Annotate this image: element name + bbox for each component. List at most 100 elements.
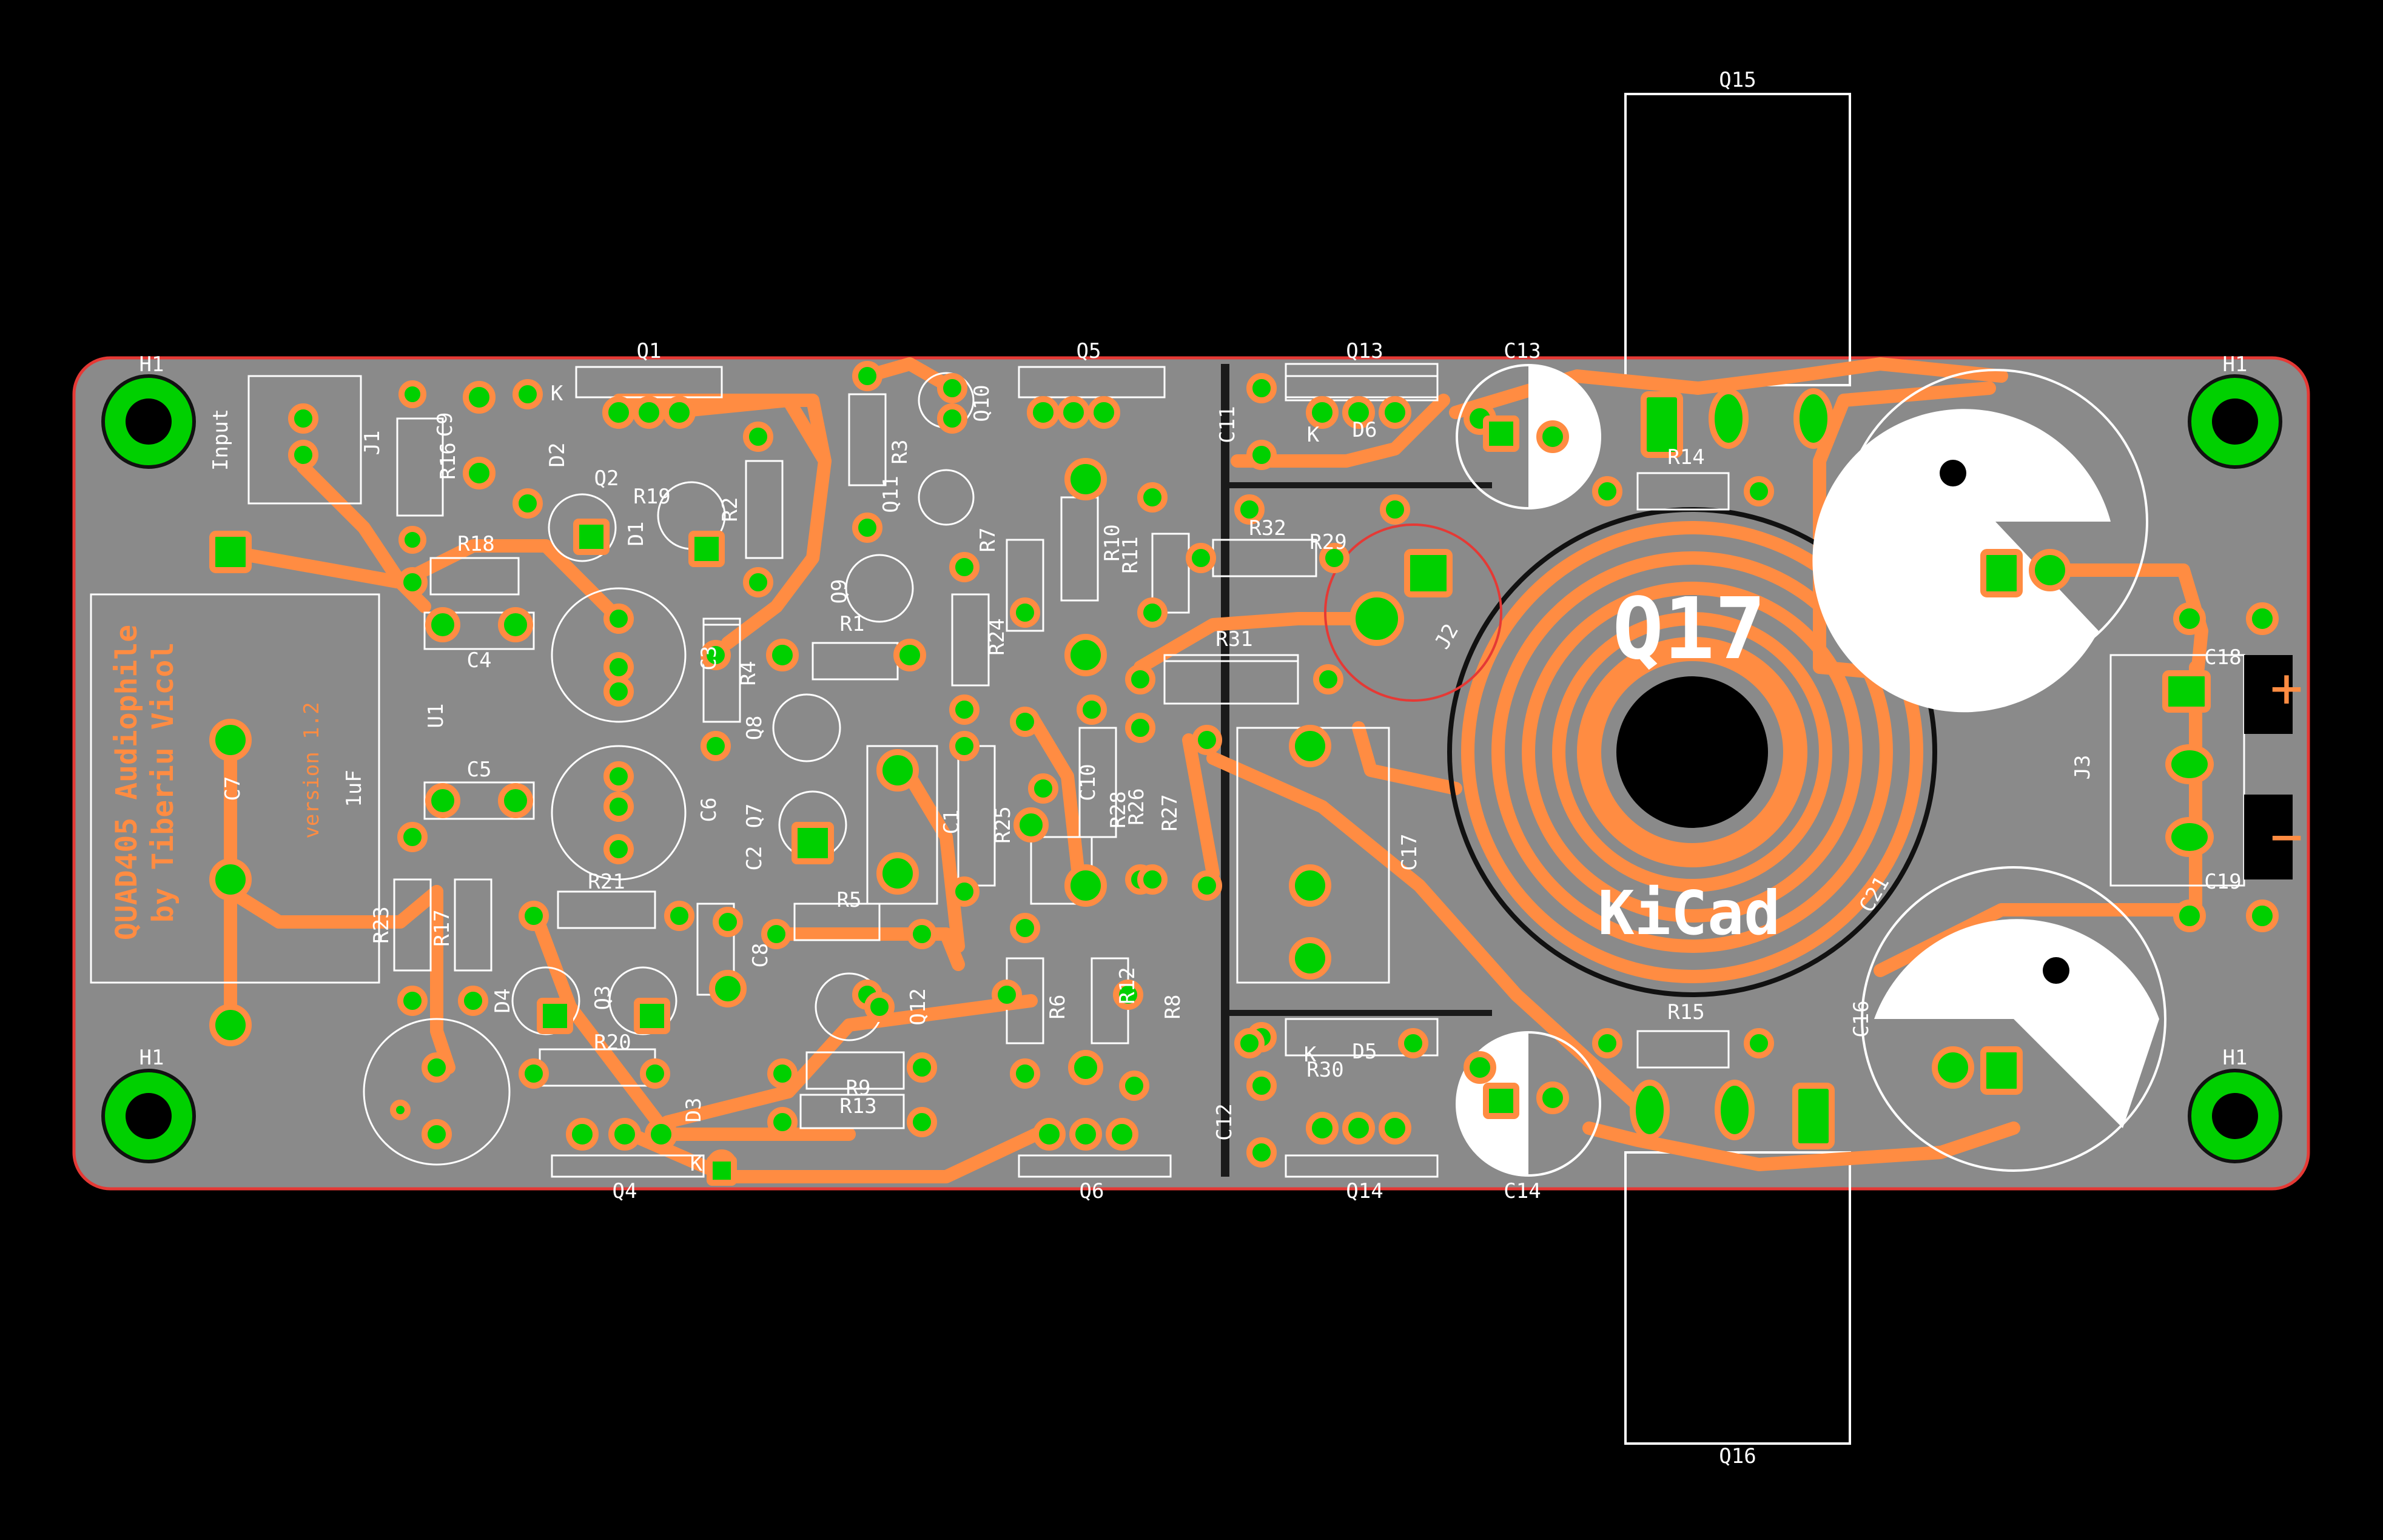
label-q14: Q14 — [1346, 1179, 1383, 1203]
label-c7: C7 — [221, 776, 245, 801]
label-r31: R31 — [1215, 627, 1252, 651]
label-q4: Q4 — [613, 1179, 637, 1203]
label-k-d3: K — [690, 1152, 703, 1176]
label-c10: C10 — [1076, 764, 1100, 801]
label-c3: C3 — [697, 646, 721, 671]
board-branding: QUAD405 Audiophile by Tiberiu Vicol vers… — [110, 625, 366, 940]
board-cap-value: 1uF — [342, 770, 366, 807]
label-r23: R23 — [369, 906, 394, 943]
label-k-d6: K — [1307, 423, 1320, 447]
j3-tab-bottom — [2244, 795, 2293, 879]
label-r28: R28 — [1106, 791, 1131, 828]
label-r7: R7 — [976, 528, 1000, 553]
pads — [101, 361, 2282, 1186]
kicad-logo: KiCad — [1598, 878, 1780, 949]
coil-label-q17: Q17 — [1613, 580, 1766, 679]
label-c6: C6 — [697, 798, 721, 822]
label-q11: Q11 — [879, 476, 903, 513]
coil-hole — [1616, 676, 1768, 828]
label-d6: D6 — [1353, 418, 1377, 442]
label-c16: C16 — [1849, 1000, 1874, 1037]
label-q6: Q6 — [1080, 1179, 1104, 1203]
label-c9: C9 — [433, 412, 457, 437]
label-r20: R20 — [594, 1031, 631, 1055]
label-c17: C17 — [1397, 833, 1422, 870]
label-r14: R14 — [1667, 445, 1704, 469]
label-r2: R2 — [718, 497, 742, 522]
label-c14: C14 — [1504, 1179, 1541, 1203]
label-c8: C8 — [748, 943, 773, 968]
label-c5: C5 — [467, 758, 492, 782]
label-u1: U1 — [424, 704, 448, 728]
label-h1-bl: H1 — [139, 1046, 164, 1070]
label-j1: J1 — [360, 431, 385, 456]
rotated-labels: J1 Input R16 C9 D2 D1 R2 R3 Q11 Q10 Q9 R… — [209, 385, 2095, 1140]
label-r24: R24 — [985, 618, 1009, 655]
label-r19: R19 — [633, 485, 670, 509]
label-c2: C2 — [742, 846, 767, 871]
label-q7: Q7 — [742, 804, 767, 829]
label-c19: C19 — [2204, 870, 2241, 894]
label-q1: Q1 — [637, 339, 662, 363]
label-h1-tl: H1 — [139, 352, 164, 377]
label-r27: R27 — [1158, 794, 1182, 831]
label-j3: J3 — [2071, 755, 2095, 780]
label-c4: C4 — [467, 648, 492, 673]
label-c12: C12 — [1212, 1103, 1237, 1140]
label-c1: C1 — [939, 810, 964, 835]
label-r25: R25 — [991, 806, 1015, 843]
label-q5: Q5 — [1077, 339, 1101, 363]
q16-outline — [1624, 1151, 1851, 1445]
label-r15: R15 — [1667, 1000, 1704, 1024]
label-h1-br: H1 — [2223, 1046, 2248, 1070]
label-r10: R10 — [1100, 524, 1124, 561]
label-r3: R3 — [888, 440, 912, 465]
j2-courtyard — [1324, 523, 1502, 702]
board-version: version 1.2 — [300, 702, 324, 838]
label-r17: R17 — [430, 909, 454, 946]
label-r11: R11 — [1118, 536, 1143, 573]
label-r32: R32 — [1249, 516, 1286, 540]
label-r9: R9 — [846, 1076, 871, 1100]
cap-c20 — [1812, 369, 2148, 713]
label-r4: R4 — [736, 661, 761, 686]
cap-c21 — [1861, 866, 2166, 1172]
reference-labels: Q15 Q16 Q1 Q5 Q13 C13 Q4 Q6 Q14 C14 H1 H… — [139, 68, 2248, 1468]
channel-lines — [1225, 482, 1492, 1016]
label-r8: R8 — [1161, 995, 1185, 1020]
label-c11: C11 — [1215, 406, 1240, 443]
coil-q17 — [1461, 521, 1923, 983]
label-h1-tr: H1 — [2223, 352, 2248, 377]
label-r30: R30 — [1306, 1058, 1343, 1082]
label-r1: R1 — [840, 612, 865, 636]
label-input: Input — [209, 409, 233, 471]
board-title: QUAD405 Audiophile — [110, 625, 144, 940]
j3-plus: + — [2270, 656, 2303, 720]
label-d5: D5 — [1353, 1040, 1377, 1064]
label-r18: R18 — [457, 532, 494, 556]
label-q9: Q9 — [827, 579, 852, 604]
label-r29: R29 — [1309, 530, 1346, 554]
j3-minus: − — [2270, 805, 2303, 869]
label-r26: R26 — [1124, 788, 1149, 825]
label-q2: Q2 — [594, 466, 619, 491]
label-d4: D4 — [491, 989, 515, 1014]
label-q13: Q13 — [1346, 339, 1383, 363]
label-r13: R13 — [839, 1094, 876, 1118]
label-q8: Q8 — [742, 716, 767, 741]
board-author: by Tiberiu Vicol — [146, 642, 180, 923]
label-r21: R21 — [588, 870, 625, 894]
label-q10: Q10 — [970, 385, 994, 422]
label-r6: R6 — [1046, 995, 1070, 1020]
label-r12: R12 — [1115, 967, 1140, 1004]
label-c18: C18 — [2204, 645, 2241, 670]
label-q3: Q3 — [591, 986, 615, 1010]
label-c13: C13 — [1504, 339, 1541, 363]
label-r16: R16 — [436, 442, 460, 479]
label-q12: Q12 — [906, 988, 930, 1025]
label-k-d5: K — [1304, 1043, 1317, 1067]
label-q16: Q16 — [1719, 1444, 1756, 1468]
label-d3: D3 — [682, 1098, 706, 1123]
